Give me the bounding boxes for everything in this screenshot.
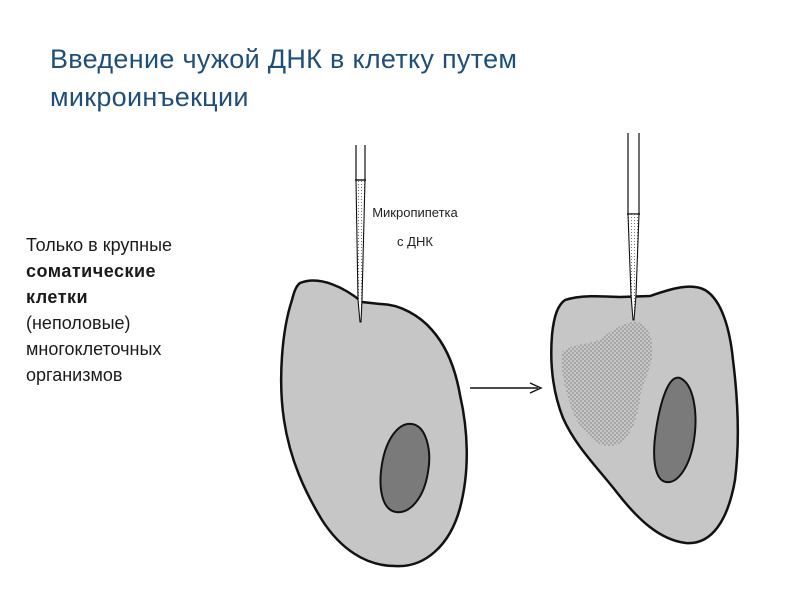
micropipette-right: [627, 133, 640, 320]
pipette-label-line-2: с ДНК: [397, 234, 433, 249]
cell-after: [551, 287, 738, 543]
pipette-label-line-1: Микропипетка: [372, 205, 458, 220]
arrow-icon: [470, 383, 541, 393]
cell-before: [281, 281, 467, 567]
cell-before-cytoplasm: [281, 281, 467, 567]
micropipette-left: [355, 145, 366, 322]
